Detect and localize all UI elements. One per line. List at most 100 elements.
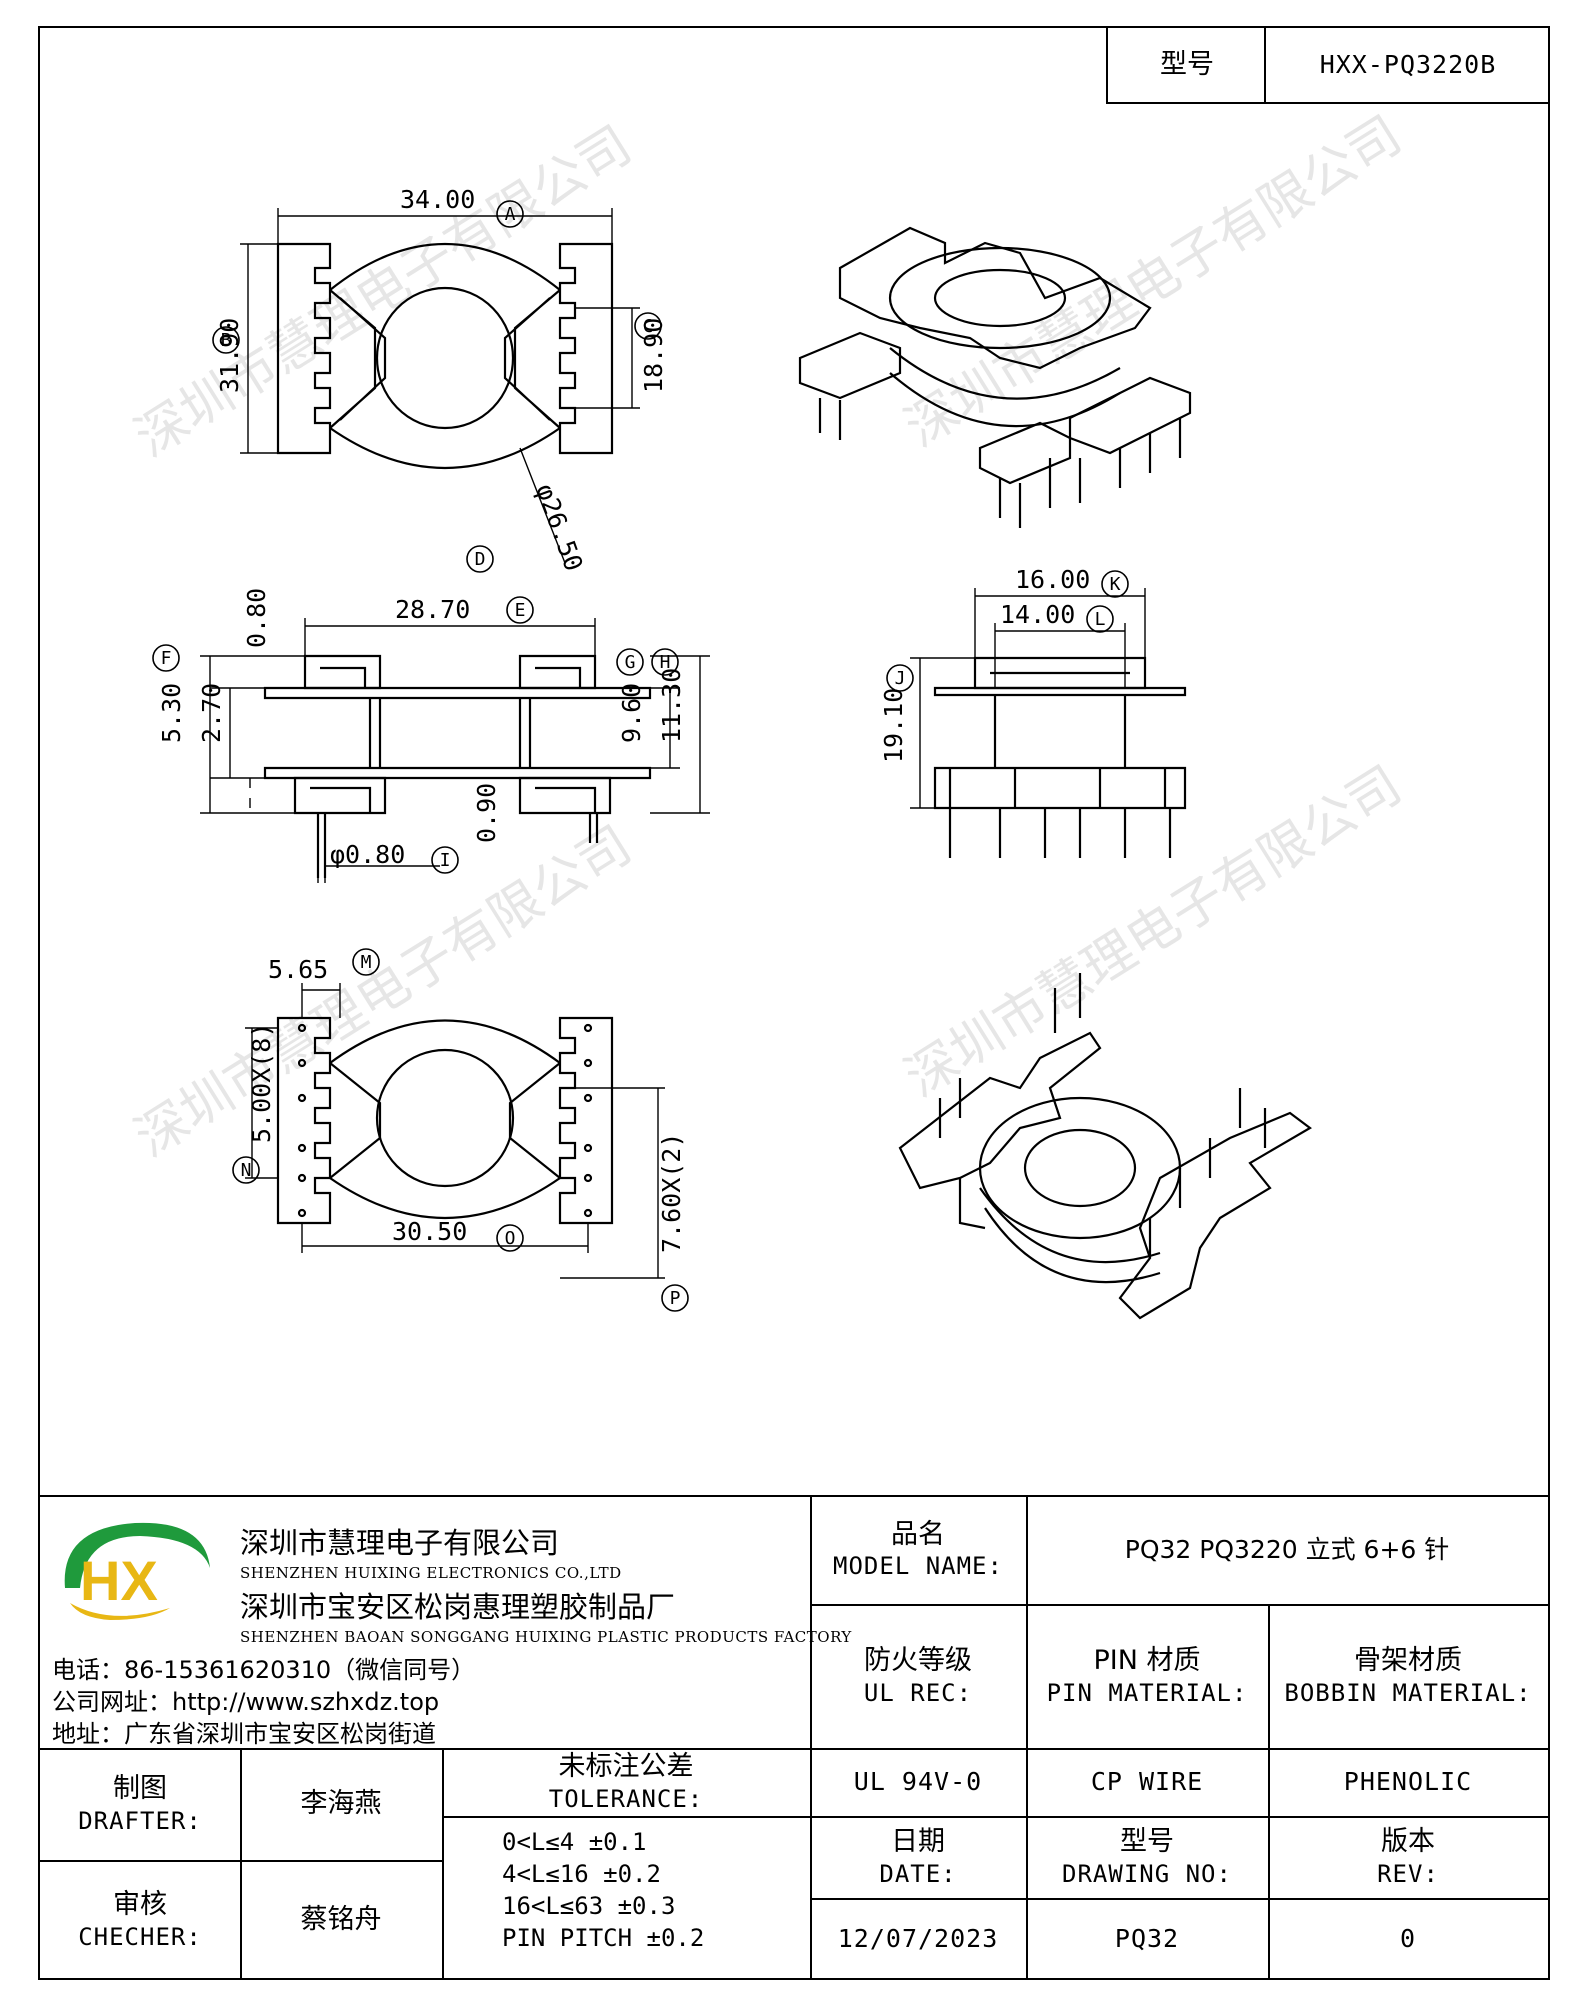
pin-en: PIN MATERIAL: <box>1046 1678 1248 1707</box>
marker-j: J <box>895 668 906 689</box>
factory-name-en: SHENZHEN BAOAN SONGGANG HUIXING PLASTIC … <box>240 1628 852 1646</box>
top-view-left-comb <box>276 242 332 455</box>
front-view-left-base <box>293 776 387 815</box>
title-vline-5 <box>442 1748 444 1980</box>
front-view-core <box>368 698 532 768</box>
front-view-pins <box>316 813 599 878</box>
dim-m: 5.65 <box>268 955 328 984</box>
marker-h: H <box>660 652 671 673</box>
drafter-label: 制图 DRAFTER: <box>40 1748 240 1860</box>
marker-f: F <box>161 648 172 669</box>
date-en: DATE: <box>879 1859 957 1888</box>
bobbin-en: BOBBIN MATERIAL: <box>1284 1678 1532 1707</box>
company-name-en: SHENZHEN HUIXING ELECTRONICS CO.,LTD <box>240 1564 622 1582</box>
marker-m: M <box>361 952 372 973</box>
dim-d: φ26.50 <box>530 480 588 575</box>
logo-h: HX <box>80 1549 158 1612</box>
bottom-view-dims <box>245 983 665 1279</box>
model-label: 型号 <box>1106 28 1266 104</box>
marker-circle-f <box>152 644 180 672</box>
title-vline-3 <box>1268 1604 1270 1980</box>
model-name-cn: 品名 <box>891 1518 945 1550</box>
ul-cn: 防火等级 <box>864 1645 972 1677</box>
drawing-en: DRAWING NO: <box>1062 1859 1232 1888</box>
marker-e: E <box>515 600 526 621</box>
title-hline-2 <box>40 1748 1548 1750</box>
watermark-2: 深圳市慧理电子有限公司 <box>895 105 1412 459</box>
dim-p: 7.60X(2) <box>657 1133 686 1253</box>
checker-value: 蔡铭舟 <box>300 1904 382 1936</box>
title-block-top-border <box>40 1495 1548 1497</box>
front-view <box>263 654 652 878</box>
pin-material-label: PIN 材质 PIN MATERIAL: <box>1026 1604 1268 1748</box>
marker-k: K <box>1110 574 1121 595</box>
pin-cn: PIN 材质 <box>1093 1645 1201 1677</box>
dim-c: 18.90 <box>639 318 668 393</box>
checker-cn: 审核 <box>113 1889 167 1921</box>
dim-o: 30.50 <box>392 1217 467 1246</box>
ul-en: UL REC: <box>863 1678 973 1707</box>
title-hline-3 <box>442 1816 1548 1818</box>
dim-a: 34.00 <box>400 185 475 214</box>
side-view-pins <box>948 808 1172 858</box>
marker-d: D <box>475 549 486 570</box>
drawing-no-value: PQ32 <box>1114 1924 1180 1954</box>
dim-i: φ0.80 <box>330 840 405 869</box>
tolerance-cn: 未标注公差 <box>558 1751 694 1783</box>
side-view <box>933 656 1187 858</box>
company-address: 地址：广东省深圳市宝安区松岗街道 <box>52 1720 436 1748</box>
dim-h1: 0.80 <box>242 588 271 648</box>
watermarks: 深圳市慧理电子有限公司 深圳市慧理电子有限公司 深圳市慧理电子有限公司 深圳市慧… <box>125 105 1412 1169</box>
top-view-core-arm-left <box>329 289 387 429</box>
dim-p90: 0.90 <box>472 783 501 843</box>
dim-j: 19.10 <box>879 688 908 763</box>
marker-circle-g <box>616 648 644 676</box>
dim-e: 28.70 <box>395 595 470 624</box>
tolerance-values: 0<L≤4 ±0.1 4<L≤16 ±0.2 16<L≤63 ±0.3 PIN … <box>502 1826 802 1954</box>
marker-circle-i <box>431 846 459 874</box>
front-view-right-tab <box>518 654 597 690</box>
iso-view-bottom <box>898 973 1312 1320</box>
marker-circle-c <box>634 312 662 340</box>
marker-circle-e <box>506 596 534 624</box>
pin-value: CP WIRE <box>1090 1767 1204 1797</box>
marker-circle-l <box>1086 605 1114 633</box>
model-name-label: 品名 MODEL NAME: <box>810 1495 1026 1604</box>
dim-l: 14.00 <box>1000 600 1075 629</box>
top-view-lower-flange <box>329 427 561 469</box>
rev-cn: 版本 <box>1381 1826 1435 1858</box>
dim-f: 5.30 <box>157 683 186 743</box>
drafter-en: DRAFTER: <box>78 1806 202 1835</box>
front-view-dims <box>200 618 710 883</box>
dim-k: 16.00 <box>1015 565 1090 594</box>
rev-en: REV: <box>1377 1859 1439 1888</box>
bobbin-material-label: 骨架材质 BOBBIN MATERIAL: <box>1268 1604 1548 1748</box>
technical-drawing: 深圳市慧理电子有限公司 深圳市慧理电子有限公司 深圳市慧理电子有限公司 深圳市慧… <box>125 105 1412 1320</box>
model-value: HXX-PQ3220B <box>1264 28 1550 104</box>
marker-p: P <box>670 1288 681 1309</box>
title-vline-1 <box>810 1495 812 1980</box>
checker-en: CHECHER: <box>78 1922 202 1951</box>
title-hline-4 <box>810 1898 1548 1900</box>
tolerance-line-2: 4<L≤16 ±0.2 <box>502 1860 661 1888</box>
marker-circle-h <box>651 648 679 676</box>
factory-name-cn: 深圳市宝安区松岗惠理塑胶制品厂 <box>240 1590 676 1624</box>
drafter-value: 李海燕 <box>300 1788 382 1820</box>
marker-circle-n <box>232 1156 260 1184</box>
front-view-top-flange <box>263 686 652 700</box>
top-view-dims <box>240 208 640 564</box>
marker-circle-j <box>886 664 914 692</box>
marker-n: N <box>241 1160 252 1181</box>
drawing-sheet: 型号 HXX-PQ3220B 深圳市慧理电子有限公司 深圳市慧理电子有限公司 深… <box>38 26 1550 1980</box>
dim-f2: 2.70 <box>197 683 226 743</box>
tolerance-en: TOLERANCE: <box>548 1784 704 1813</box>
company-website: 公司网址：http://www.szhxdz.top <box>52 1688 440 1716</box>
dim-n: 5.00X(8) <box>247 1023 276 1143</box>
marker-l: L <box>1095 609 1106 630</box>
tolerance-label: 未标注公差 TOLERANCE: <box>442 1748 810 1816</box>
dim-b: 31.90 <box>215 318 244 393</box>
dim-h: 11.30 <box>657 668 686 743</box>
title-vline-4 <box>240 1748 242 1980</box>
marker-circle-o <box>496 1224 524 1252</box>
